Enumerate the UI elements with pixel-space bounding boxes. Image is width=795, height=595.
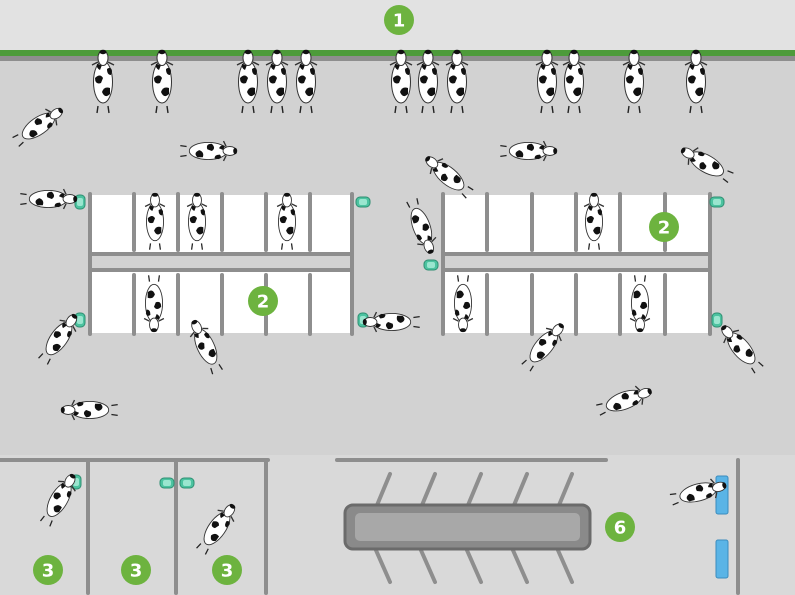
stall-divider-walkway [90,252,352,272]
marker-pen-c: 3 [212,555,242,585]
cow-brush-icon [179,477,195,489]
svg-text:6: 6 [614,518,627,539]
cow-brush-icon [355,196,371,208]
feed-trough [343,472,592,584]
cow-brush-icon [709,196,725,208]
svg-text:1: 1 [393,11,406,32]
cow-brush-icon [423,259,439,271]
svg-text:2: 2 [658,218,671,239]
stall-divider-walkway [443,252,710,272]
marker-feed-fence: 1 [384,5,414,35]
marker-pen-a: 3 [33,555,63,585]
marker-feed-trough: 6 [605,512,635,542]
marker-cubicle-left: 2 [248,286,278,316]
water-trough-icon [715,475,729,515]
svg-text:3: 3 [130,561,143,582]
pen-walls [0,458,740,595]
svg-text:3: 3 [42,561,55,582]
svg-text:3: 3 [221,561,234,582]
cow-brush-icon [711,312,723,328]
svg-text:2: 2 [257,292,270,313]
cow-brush-icon [159,477,175,489]
marker-cubicle-right: 2 [649,212,679,242]
cubicle-block-left [88,192,354,336]
marker-pen-b: 3 [121,555,151,585]
water-trough-icon [715,539,729,579]
